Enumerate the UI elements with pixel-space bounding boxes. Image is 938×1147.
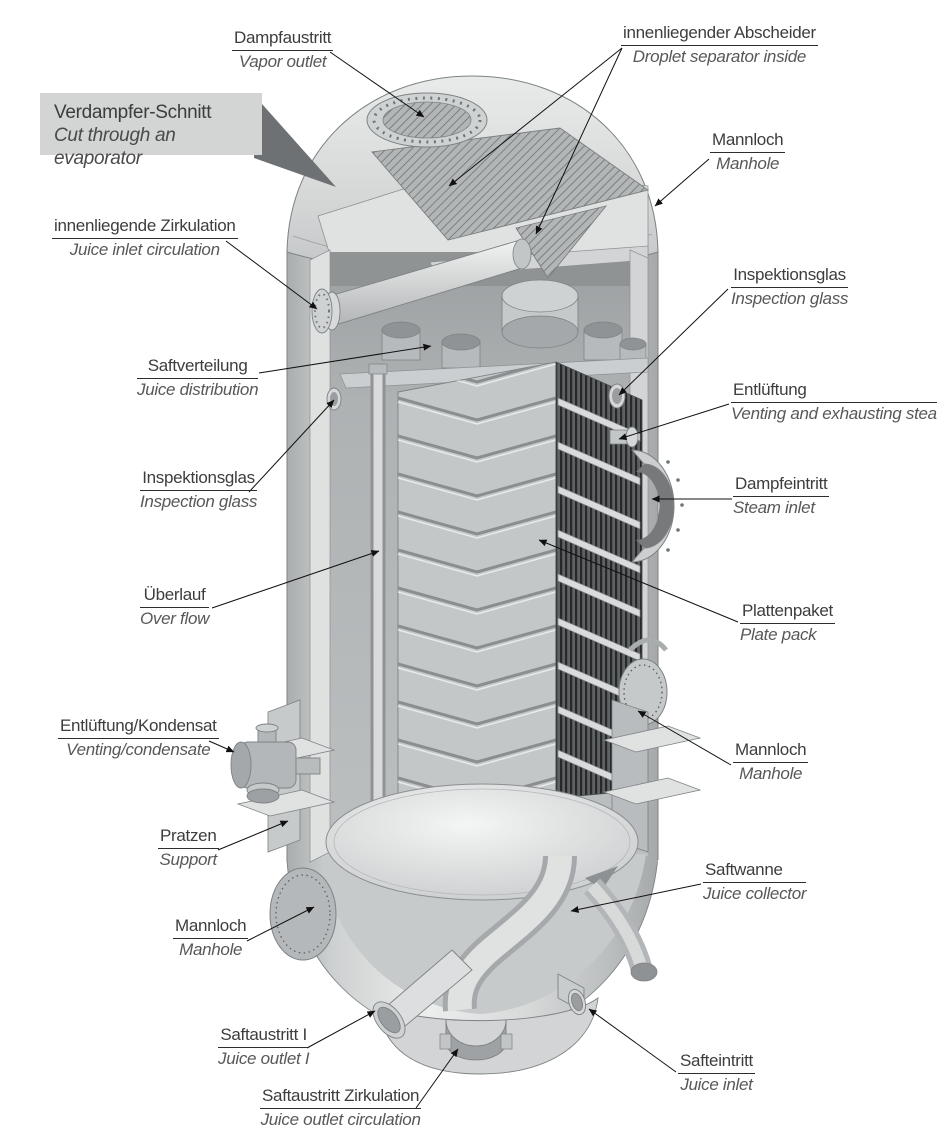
leader-inspektionsglas-left <box>248 399 335 493</box>
label-de: Dampfaustritt <box>232 29 334 51</box>
label-en: Manhole <box>739 764 803 783</box>
callout-plattenpaket: Plattenpaket Plate pack <box>740 602 835 644</box>
callout-mannloch-right: Mannloch Manhole <box>733 741 809 783</box>
label-en: Plate pack <box>740 625 817 644</box>
leader-ueberlauf <box>211 550 380 609</box>
leader-mannloch-left <box>246 906 315 942</box>
callout-ueberlauf: Überlauf Over flow <box>140 586 209 628</box>
callout-dampfeintritt: Dampfeintritt Steam inlet <box>733 475 830 517</box>
label-de: Dampfeintritt <box>733 475 830 497</box>
leader-entlueftung <box>618 403 730 441</box>
callout-safteintritt: Safteintritt Juice inlet <box>678 1052 755 1094</box>
callout-inspektionsglas-right: Inspektionsglas Inspection glass <box>731 266 848 308</box>
callout-saftwanne: Saftwanne Juice collector <box>703 861 807 903</box>
callout-zirkulation: innenliegende Zirkulation Juice inlet ci… <box>52 217 238 259</box>
callout-saftaustritt-1: Saftaustritt I Juice outlet I <box>218 1026 310 1068</box>
leader-entlueftung-kondensat <box>208 740 235 753</box>
inspection-glass-right-flange <box>608 383 626 409</box>
callout-mannloch-left: Mannloch Manhole <box>173 917 249 959</box>
label-en: Vapor outlet <box>238 52 327 71</box>
label-en: Manhole <box>716 154 780 173</box>
label-en: Juice outlet circulation <box>260 1110 421 1129</box>
callout-mannloch-top: Mannloch Manhole <box>710 131 786 173</box>
venting-condensate-assembly <box>230 723 321 804</box>
label-en: Juice distribution <box>137 380 259 399</box>
leader-mannloch-right <box>637 710 732 766</box>
manhole-bottom-left-flange <box>269 867 337 961</box>
label-en: Over flow <box>140 609 210 628</box>
label-en: Venting/condensate <box>66 740 211 759</box>
label-de: Mannloch <box>733 741 809 763</box>
callout-pratzen: Pratzen Support <box>158 827 219 869</box>
callout-saftaustritt-zirkulation: Saftaustritt Zirkulation Juice outlet ci… <box>260 1087 422 1129</box>
label-de: Inspektionsglas <box>731 266 849 288</box>
callout-abscheider: innenliegender Abscheider Droplet separa… <box>621 24 818 66</box>
label-de: innenliegende Zirkulation <box>52 217 238 239</box>
leader-dampfaustritt <box>329 51 425 118</box>
label-de: Mannloch <box>710 131 786 153</box>
label-de: Pratzen <box>158 827 219 849</box>
leader-mannloch-top <box>654 158 710 207</box>
label-en: Droplet separator inside <box>632 47 807 66</box>
callout-dampfaustritt: Dampfaustritt Vapor outlet <box>232 29 334 71</box>
title-de: Verdampfer-Schnitt <box>54 102 212 123</box>
label-en: Steam inlet <box>733 498 815 517</box>
label-en: Manhole <box>179 940 243 959</box>
label-de: Mannloch <box>173 917 249 939</box>
label-en: Juice inlet circulation <box>69 240 220 259</box>
callout-entlueftung: Entlüftung Venting and exhausting stea <box>731 381 937 423</box>
label-en: Inspection glass <box>731 289 849 308</box>
leader-abscheider-1 <box>448 47 623 187</box>
leader-saftwanne <box>570 883 702 913</box>
juice-distribution <box>339 279 649 389</box>
callout-inspektionsglas-left: Inspektionsglas Inspection glass <box>140 469 257 511</box>
label-en: Juice inlet <box>680 1075 753 1094</box>
leader-inspektionsglas-right <box>618 288 729 396</box>
callout-saftverteilung: Saftverteilung Juice distribution <box>137 357 259 399</box>
label-de: Saftaustritt I <box>218 1026 310 1048</box>
title-box: Verdampfer-Schnitt Cut through an evapor… <box>40 93 262 169</box>
vapor-outlet-flange <box>366 92 488 148</box>
label-en: Inspection glass <box>140 492 258 511</box>
label-en: Juice collector <box>703 884 807 903</box>
title-pointer-wedge <box>254 95 336 187</box>
steam-inlet-flange <box>630 449 684 563</box>
label-de: Saftverteilung <box>137 357 259 379</box>
label-de: Entlüftung/Kondensat <box>58 717 219 739</box>
label-de: Plattenpaket <box>740 602 835 624</box>
label-de: innenliegender Abscheider <box>621 24 818 46</box>
label-de: Saftaustritt Zirkulation <box>260 1087 422 1109</box>
circulation-pipe <box>311 238 532 334</box>
label-de: Entlüftung <box>731 381 937 403</box>
label-de: Safteintritt <box>678 1052 755 1074</box>
leader-abscheider-2 <box>535 47 623 235</box>
leader-safteintritt <box>588 1008 677 1073</box>
title-en: Cut through an evaporator <box>54 125 176 169</box>
callout-entlueftung-kondensat: Entlüftung/Kondensat Venting/condensate <box>58 717 219 759</box>
label-en: Venting and exhausting stea <box>731 404 937 423</box>
leader-saftaustritt-1 <box>306 1010 376 1049</box>
label-en: Support <box>159 850 218 869</box>
leader-saftverteilung <box>258 343 432 374</box>
plate-pack <box>397 361 643 829</box>
label-de: Inspektionsglas <box>140 469 258 491</box>
juice-inlet-nozzle <box>557 973 587 1016</box>
bottom-piping <box>442 854 658 1012</box>
leader-zirkulation <box>225 240 318 310</box>
leader-pratzen <box>217 820 289 851</box>
label-de: Überlauf <box>140 586 210 608</box>
label-de: Saftwanne <box>703 861 807 883</box>
juice-outlet-1-nozzle <box>372 949 473 1039</box>
leader-plattenpaket <box>538 539 739 623</box>
label-en: Juice outlet I <box>218 1049 310 1068</box>
leader-saftaustritt-zirkulation <box>415 1048 459 1109</box>
